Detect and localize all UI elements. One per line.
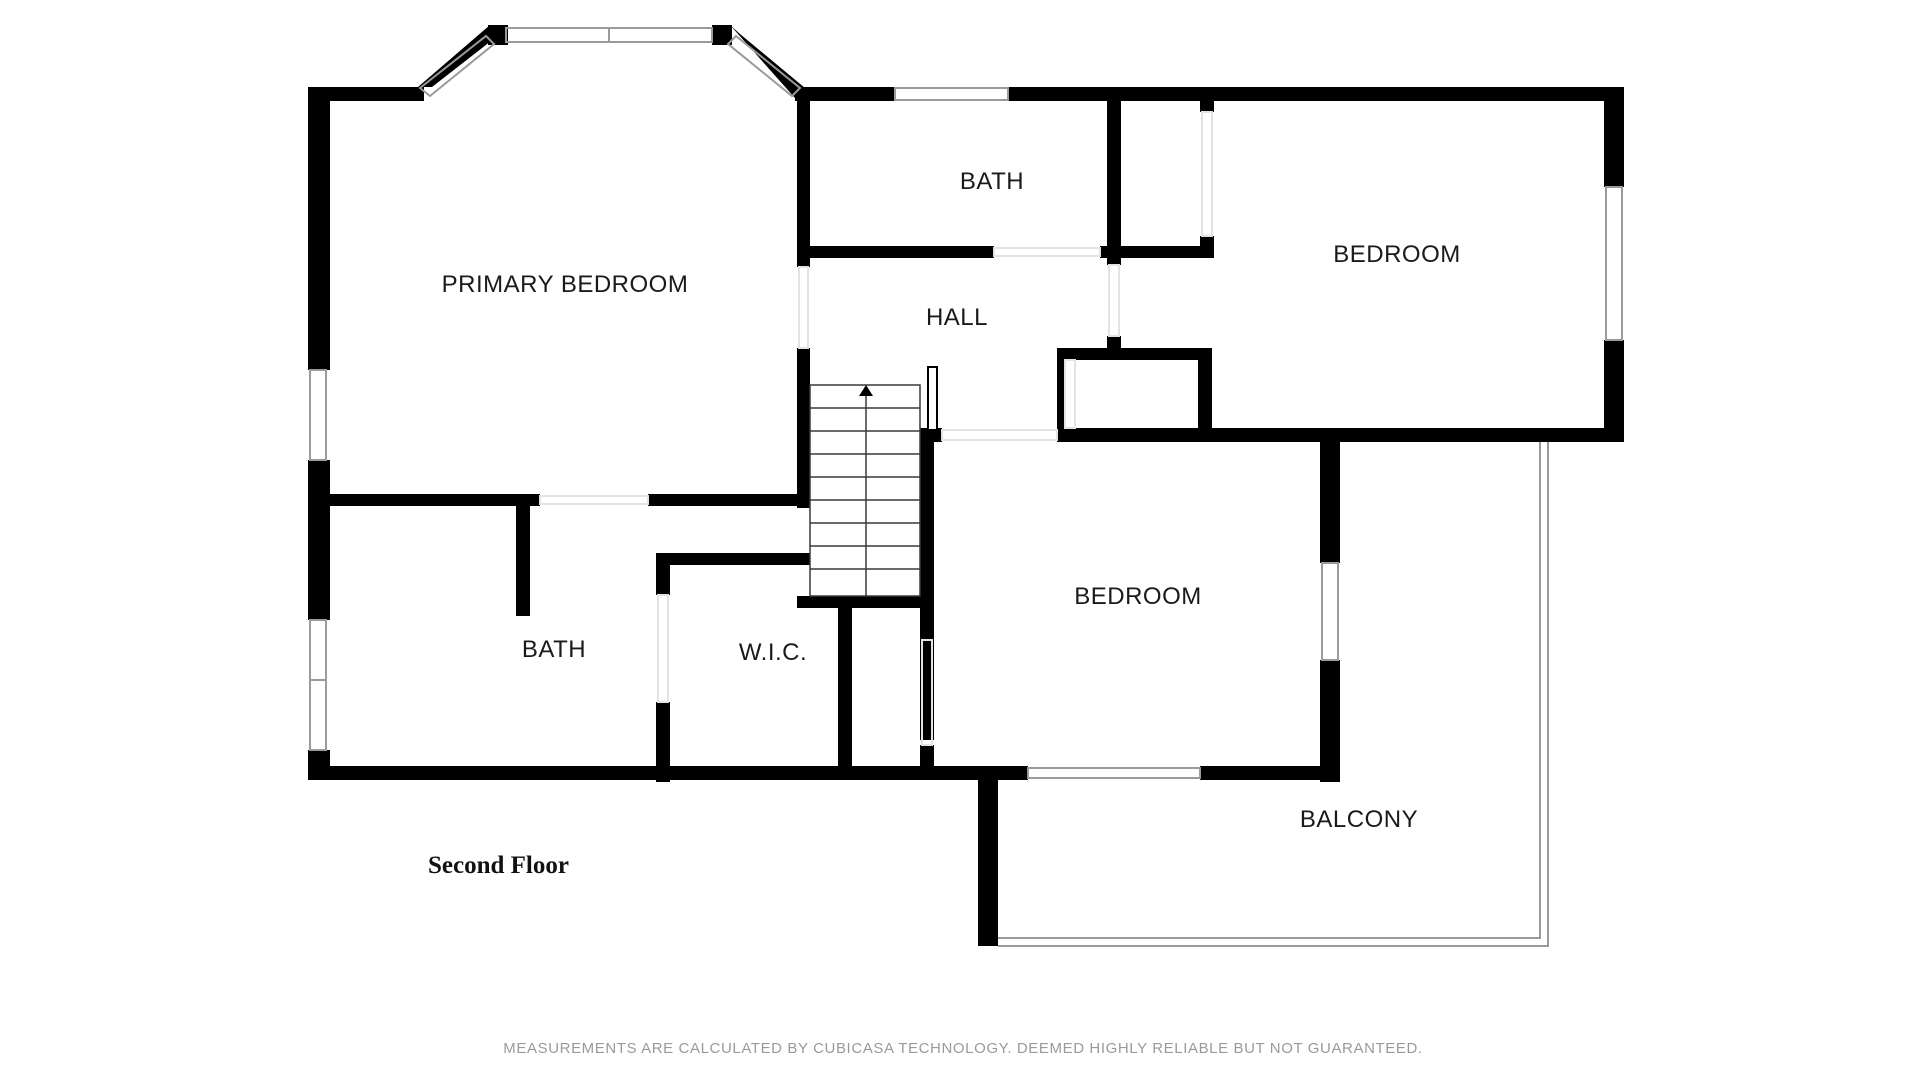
window-bath-lower-west (309, 619, 327, 751)
room-label-bath-lower: BATH (522, 636, 586, 663)
wall-east-lower (1604, 340, 1624, 440)
wall-top-center (795, 87, 895, 101)
wall-west-mid (308, 460, 330, 620)
door-closet-east (1201, 111, 1213, 237)
stair-railing (927, 366, 938, 431)
wall-closet-top-stub (1200, 100, 1214, 112)
wall-center-bedroom-east-lower (1320, 660, 1340, 782)
wall-hall-closet-top (1060, 348, 1210, 360)
wall-south-center-b (1200, 766, 1340, 780)
wall-wic-west-lower (656, 702, 670, 782)
wall-stair-east (920, 430, 934, 740)
wall-top-east (1008, 87, 1624, 101)
wall-primary-east-lower (797, 348, 810, 508)
wall-stair-east-stub (920, 745, 934, 770)
wall-top-west (308, 87, 424, 101)
room-label-bedroom-center: BEDROOM (1074, 583, 1202, 610)
window-center-bedroom-east (1321, 562, 1339, 661)
wall-primary-south-west (308, 494, 540, 506)
balcony-rail-inner (998, 442, 1541, 939)
wall-bay-top-cap-left (488, 25, 508, 45)
wall-center-bedroom-east-upper (1320, 428, 1340, 563)
wall-closet-south-stub (1200, 236, 1214, 258)
wall-west-upper (308, 87, 330, 370)
wall-hall-closet-east (1198, 348, 1212, 428)
window-bedroom-east (1605, 186, 1623, 341)
wall-wic-east (838, 600, 852, 780)
wall-stair-bottom (797, 596, 932, 608)
wall-center-bedroom-top-stub (920, 428, 942, 442)
room-label-hall: HALL (926, 304, 988, 331)
wall-bay-top-cap-right (712, 25, 732, 45)
room-label-wic: W.I.C. (739, 639, 807, 666)
walls (308, 25, 1624, 946)
door-hall-closet (1064, 359, 1076, 429)
door-hall-east (1108, 264, 1120, 337)
door-openings (539, 111, 1213, 746)
balcony-rail-outer (998, 442, 1549, 947)
wall-bath-upper-east (1107, 87, 1121, 265)
window-bath-upper (894, 87, 1009, 101)
up-arrow-icon (859, 385, 873, 396)
wall-bath-lower-partition (516, 494, 530, 616)
measurement-disclaimer: MEASUREMENTS ARE CALCULATED BY CUBICASA … (503, 1040, 1422, 1057)
wall-south-west (308, 766, 1028, 780)
wall-wic-west-upper (656, 553, 670, 595)
wall-closet-south (1107, 246, 1214, 258)
window-primary-west (309, 369, 327, 461)
wall-hall-closet-west-stub (1057, 348, 1065, 428)
door-balcony (1027, 767, 1201, 779)
balcony-railing (998, 442, 1549, 947)
door-center-bedroom (941, 429, 1058, 441)
door-stair-closet (921, 639, 933, 746)
wall-wic-top (656, 553, 810, 565)
wall-south-east-block (1057, 428, 1624, 442)
room-label-primary-bedroom: PRIMARY BEDROOM (442, 271, 689, 298)
room-label-balcony: BALCONY (1300, 806, 1418, 833)
wall-hall-east-stub (1107, 336, 1121, 348)
wall-balcony-west (978, 766, 998, 946)
window-bay-west (418, 34, 496, 98)
door-primary-hall (798, 266, 809, 349)
room-label-bedroom-east: BEDROOM (1333, 241, 1461, 268)
wall-bath-upper-south-a (797, 246, 994, 258)
floor-name-label: Second Floor (428, 852, 569, 879)
door-bath-upper (993, 247, 1101, 257)
staircase-outline (809, 384, 921, 597)
door-wic (657, 594, 669, 703)
room-label-bath-upper: BATH (960, 168, 1024, 195)
wall-primary-south-east (648, 494, 810, 506)
wall-east-upper (1604, 87, 1624, 187)
wall-primary-east-upper (797, 87, 810, 267)
staircase (809, 384, 921, 597)
window-bay-east (726, 34, 802, 98)
door-primary-bath (539, 495, 649, 505)
windows (309, 27, 1623, 779)
